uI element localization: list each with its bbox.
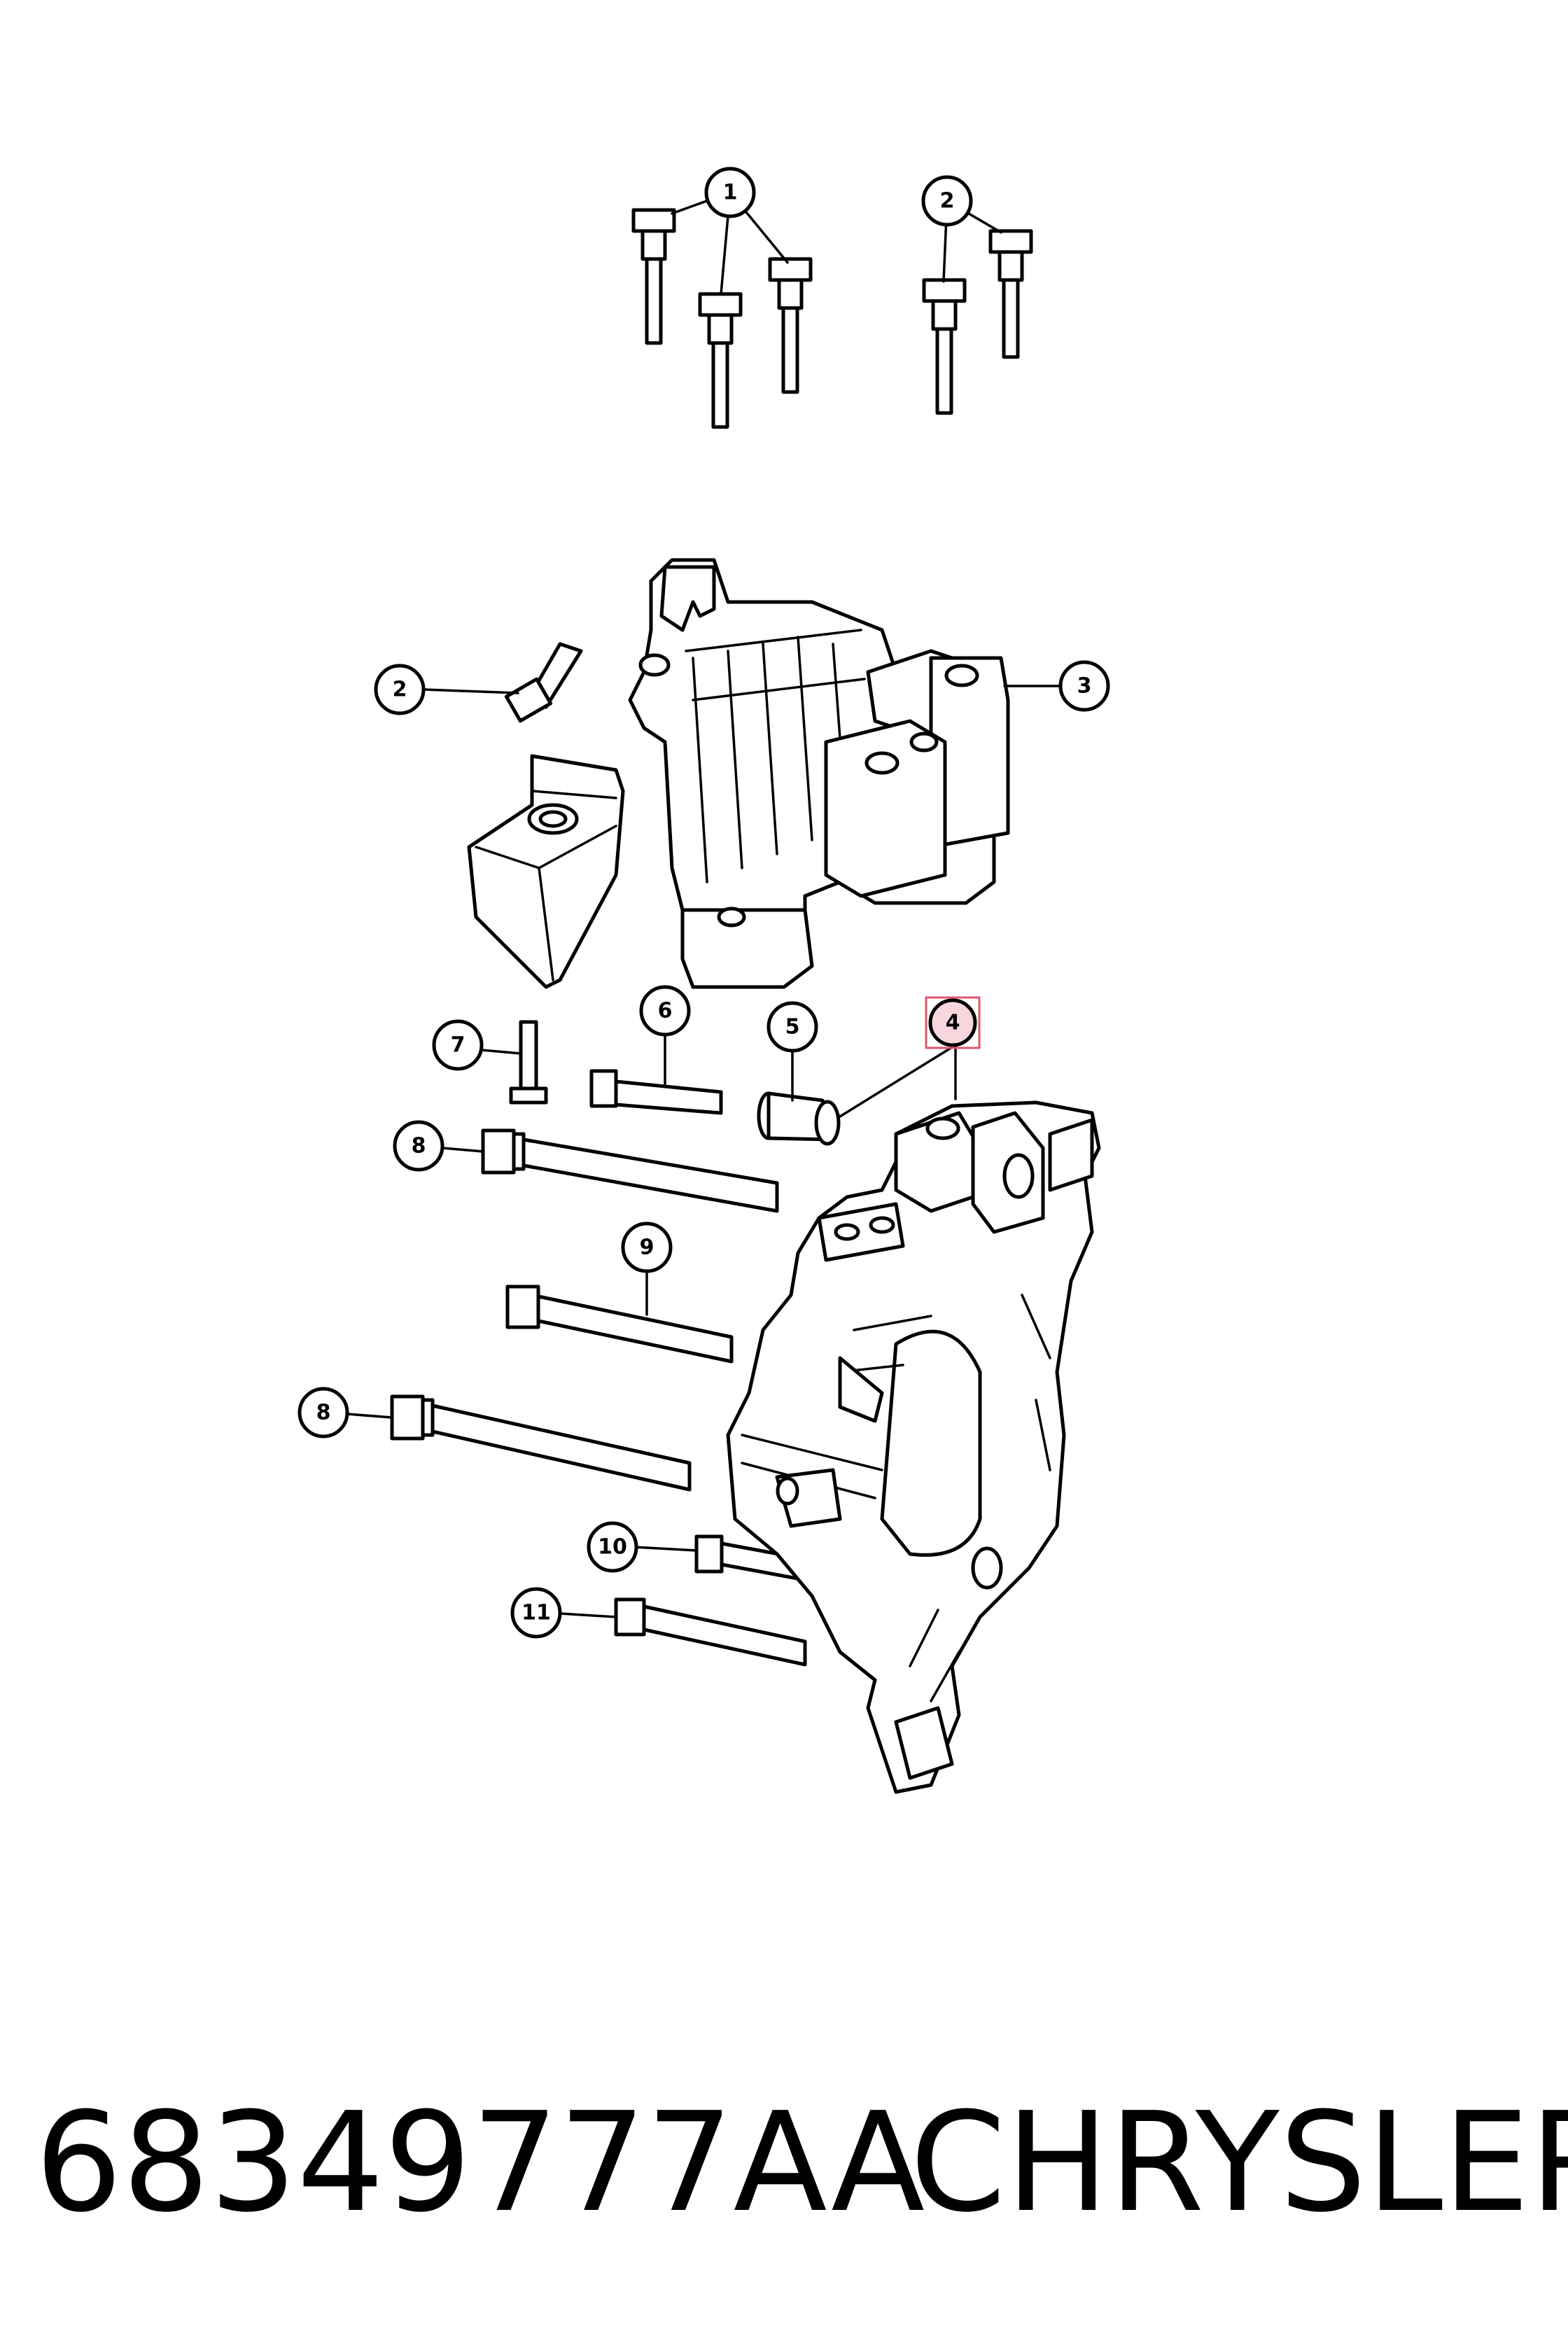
callout-10-label: 10 [598, 1535, 627, 1560]
mount-insert-block [467, 754, 625, 989]
bolt-2b [988, 229, 1033, 359]
engine-mount-upper [628, 558, 1083, 989]
bolt-1c [768, 257, 813, 394]
callout-9: 9 [621, 1222, 673, 1273]
transmission-mount-bracket [726, 1044, 1101, 1794]
callout-8-lower-label: 8 [316, 1401, 331, 1425]
callout-6-label: 6 [658, 999, 673, 1023]
callout-4-label: 4 [946, 1011, 960, 1035]
bolt-11 [559, 1597, 807, 1667]
callout-5: 5 [766, 1001, 818, 1053]
part-number: 68349777AA [35, 2083, 925, 2243]
callout-8-upper: 8 [393, 1120, 444, 1172]
callout-8-upper-label: 8 [412, 1134, 426, 1158]
pin-7 [480, 1020, 548, 1105]
callout-11: 11 [510, 1587, 562, 1639]
callout-2-top: 2 [921, 175, 973, 227]
callout-9-label: 9 [640, 1236, 654, 1260]
callout-2-mount-label: 2 [393, 678, 407, 702]
callout-5-label: 5 [785, 1015, 800, 1040]
callout-8-lower: 8 [298, 1387, 349, 1438]
callout-2-top-label: 2 [940, 189, 955, 214]
callout-3: 3 [1058, 660, 1110, 712]
bolt-2a [922, 278, 967, 415]
callout-7-label: 7 [451, 1033, 465, 1058]
callout-7: 7 [432, 1019, 484, 1071]
bolt-group-1 [631, 191, 813, 429]
callout-3-label: 3 [1077, 674, 1092, 699]
bolt-8b [346, 1394, 692, 1492]
callout-4-highlighted: 4 [925, 996, 981, 1049]
bolt-2c [422, 642, 583, 723]
callout-1: 1 [704, 167, 756, 218]
callout-6: 6 [639, 985, 691, 1037]
callout-2-mount: 2 [374, 664, 426, 715]
bolt-9 [505, 1271, 734, 1364]
bolt-1b [698, 292, 743, 429]
callout-11-label: 11 [522, 1601, 551, 1625]
callout-1-label: 1 [723, 181, 738, 205]
bolt-6 [589, 1028, 723, 1115]
bolt-8a [441, 1128, 779, 1213]
bolt-group-2 [922, 200, 1033, 415]
bushing-5 [757, 1049, 841, 1146]
callout-10: 10 [587, 1521, 638, 1573]
brand-name: CHRYSLER [910, 2083, 1568, 2243]
bolt-1a [631, 208, 676, 345]
